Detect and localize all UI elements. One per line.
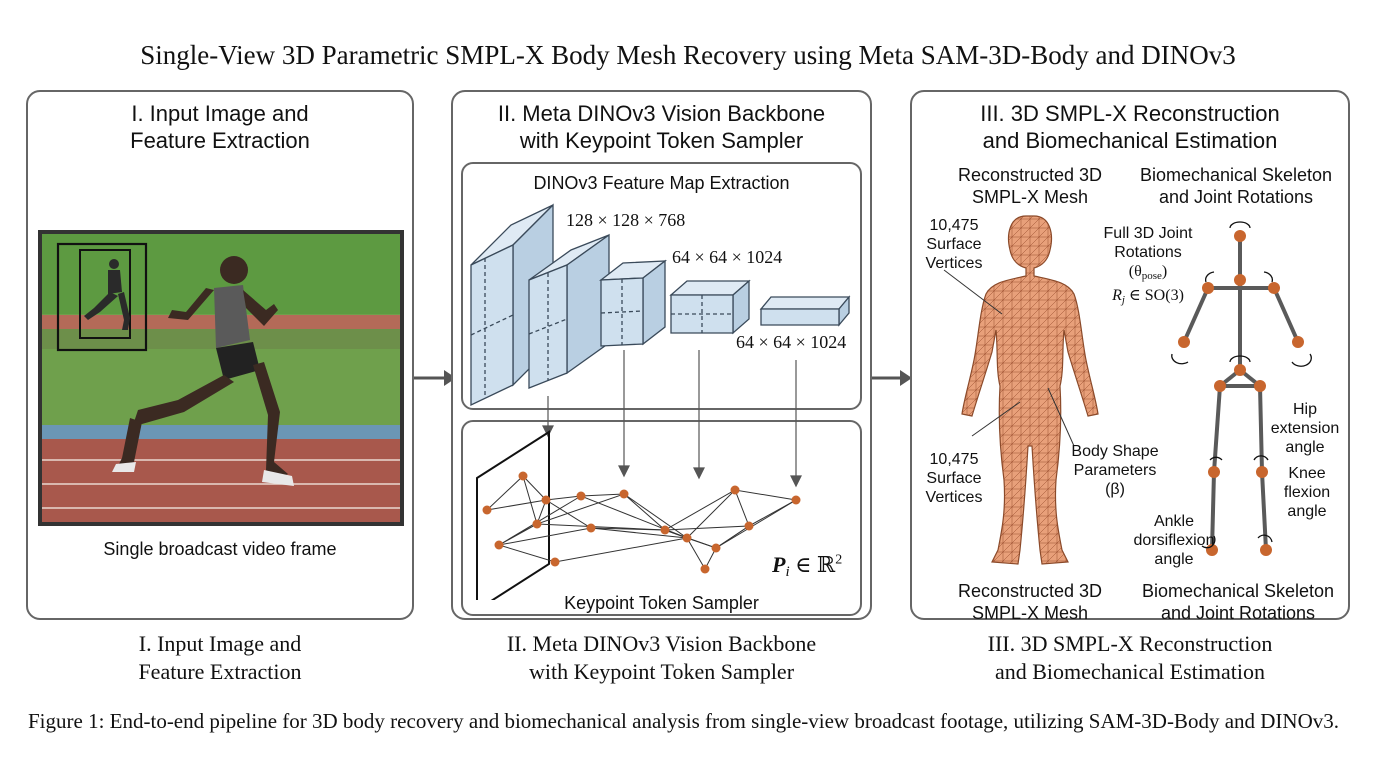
hip-label: Hip extension angle: [1270, 400, 1340, 457]
knee-line2: flexion: [1283, 484, 1331, 501]
inner-bbox: [79, 249, 131, 339]
broadcast-frame-image: [38, 230, 404, 526]
panel-input-title-line2: Feature Extraction: [130, 128, 310, 153]
body-shape-line2: Parameters: [1073, 462, 1157, 479]
vertices-top-line2: Surface: [926, 236, 982, 253]
joint-rotations-label: Full 3D Joint Rotations (θpose) Rj ∈ SO(…: [1088, 224, 1208, 310]
body-shape-label: Body Shape Parameters (β): [1060, 442, 1170, 499]
arrow-panel2-to-panel3: [872, 370, 912, 386]
below1-line1: I. Input Image and: [138, 631, 302, 656]
panel-reconstruction-title: III. 3D SMPL-X Reconstruction and Biomec…: [910, 100, 1350, 154]
skeleton-title-bottom-line1: Biomechanical Skeleton: [1141, 581, 1335, 601]
sampler-title: Keypoint Token Sampler: [564, 593, 759, 613]
biomechanical-skeleton: [1171, 221, 1312, 556]
dim-label-1: 128 × 128 × 768: [566, 210, 686, 230]
figure-title: Single-View 3D Parametric SMPL-X Body Me…: [140, 40, 1236, 70]
panel-backbone-title: II. Meta DINOv3 Vision Backbone with Key…: [451, 100, 872, 154]
panel-reconstruction-label-below: III. 3D SMPL-X Reconstruction and Biomec…: [900, 630, 1360, 686]
feature-box-title: DINOv3 Feature Map Extraction: [533, 173, 790, 193]
vertices-label-top: 10,475 Surface Vertices: [914, 216, 994, 273]
arrow-panel1-to-panel2: [414, 370, 456, 386]
mesh-title-bottom-line2: SMPL-X Mesh: [971, 603, 1089, 623]
panel-backbone-label-below: II. Meta DINOv3 Vision Backbone with Key…: [451, 630, 872, 686]
rot-so3-text: ∈ SO(3): [1124, 287, 1184, 304]
mesh-title-top: Reconstructed 3D SMPL-X Mesh: [920, 164, 1140, 208]
below1-line2: Feature Extraction: [138, 659, 302, 684]
body-shape-line1: Body Shape: [1071, 443, 1159, 460]
image-plane: [476, 430, 550, 600]
panel-reconstruction-title-line1: III. 3D SMPL-X Reconstruction: [980, 101, 1280, 126]
knee-line3: angle: [1287, 503, 1327, 520]
feature-extraction-box: [461, 162, 862, 410]
keypoint-sampler-box: [461, 420, 862, 616]
rot-line1: Full 3D Joint: [1103, 225, 1193, 242]
panel-reconstruction-title-line2: and Biomechanical Estimation: [982, 128, 1278, 153]
rot-line2: Rotations: [1114, 244, 1182, 261]
dim-label-3: 64 × 64 × 1024: [736, 332, 847, 352]
keypoint-graph: [476, 350, 802, 600]
formula-rest: ∈ ℝ: [789, 552, 836, 577]
ankle-label: Ankle dorsiflexion angle: [1124, 512, 1224, 569]
rot-R: R: [1112, 287, 1122, 304]
outer-bbox: [56, 242, 148, 352]
rot-theta-sub: pose: [1141, 270, 1162, 282]
ankle-line2: dorsiflexion: [1133, 532, 1215, 549]
rot-theta: (θpose): [1088, 262, 1208, 286]
smplx-mesh: [943, 215, 1099, 565]
formula-superscript: 2: [835, 552, 843, 568]
hip-line2: extension: [1270, 420, 1340, 437]
formula-symbol: P: [772, 552, 786, 577]
ankle-line1: Ankle: [1153, 513, 1195, 530]
mesh-title-bottom: Reconstructed 3D SMPL-X Mesh: [920, 580, 1140, 624]
skeleton-title-bottom: Biomechanical Skeleton and Joint Rotatio…: [1128, 580, 1348, 624]
below3-line2: and Biomechanical Estimation: [994, 659, 1266, 684]
knee-label: Knee flexion angle: [1272, 464, 1342, 521]
panel-backbone-title-line2: with Keypoint Token Sampler: [519, 128, 804, 153]
panel-input-title-line1: I. Input Image and: [131, 101, 309, 126]
knee-line1: Knee: [1288, 465, 1326, 482]
dim-label-2: 64 × 64 × 1024: [672, 247, 783, 267]
panel-reconstruction: [910, 90, 1350, 620]
vertices-top-line3: Vertices: [925, 255, 983, 272]
vertices-bottom-line1: 10,475: [929, 451, 979, 468]
skeleton-title-top-line1: Biomechanical Skeleton: [1139, 165, 1333, 185]
vertices-bottom-line3: Vertices: [925, 489, 983, 506]
keypoint-formula: Pi ∈ ℝ2: [772, 552, 842, 581]
body-shape-line3: (β): [1105, 481, 1125, 498]
skeleton-title-top-line2: and Joint Rotations: [1158, 187, 1314, 207]
vertices-bottom-line2: Surface: [926, 470, 982, 487]
rot-theta-open: (θ: [1128, 263, 1142, 280]
feature-map-blocks: [470, 203, 851, 407]
mesh-title-top-line2: SMPL-X Mesh: [971, 187, 1089, 207]
runner-figure: [112, 256, 294, 486]
frame-label: Single broadcast video frame: [103, 539, 337, 559]
hip-line3: angle: [1285, 439, 1325, 456]
rot-theta-close: ): [1161, 263, 1168, 280]
panel-input-label-below: I. Input Image and Feature Extraction: [26, 630, 414, 686]
mesh-title-bottom-line1: Reconstructed 3D: [957, 581, 1103, 601]
panel-input-title: I. Input Image and Feature Extraction: [26, 100, 414, 154]
skeleton-title-top: Biomechanical Skeleton and Joint Rotatio…: [1126, 164, 1346, 208]
below3-line1: III. 3D SMPL-X Reconstruction: [987, 631, 1273, 656]
figure-caption: Figure 1: End-to-end pipeline for 3D bod…: [28, 709, 1340, 733]
rot-so3: Rj ∈ SO(3): [1088, 286, 1208, 310]
mesh-title-top-line1: Reconstructed 3D: [957, 165, 1103, 185]
formula-subscript: i: [785, 564, 790, 580]
rot-R-sub: j: [1121, 294, 1125, 306]
panel-backbone-title-line1: II. Meta DINOv3 Vision Backbone: [497, 101, 826, 126]
below2-line2: with Keypoint Token Sampler: [528, 659, 795, 684]
ankle-line3: angle: [1154, 551, 1194, 568]
vertices-top-line1: 10,475: [929, 217, 979, 234]
hip-line1: Hip: [1292, 401, 1317, 418]
below2-line1: II. Meta DINOv3 Vision Backbone: [506, 631, 817, 656]
vertices-label-bottom: 10,475 Surface Vertices: [914, 450, 994, 507]
skeleton-title-bottom-line2: and Joint Rotations: [1160, 603, 1316, 623]
